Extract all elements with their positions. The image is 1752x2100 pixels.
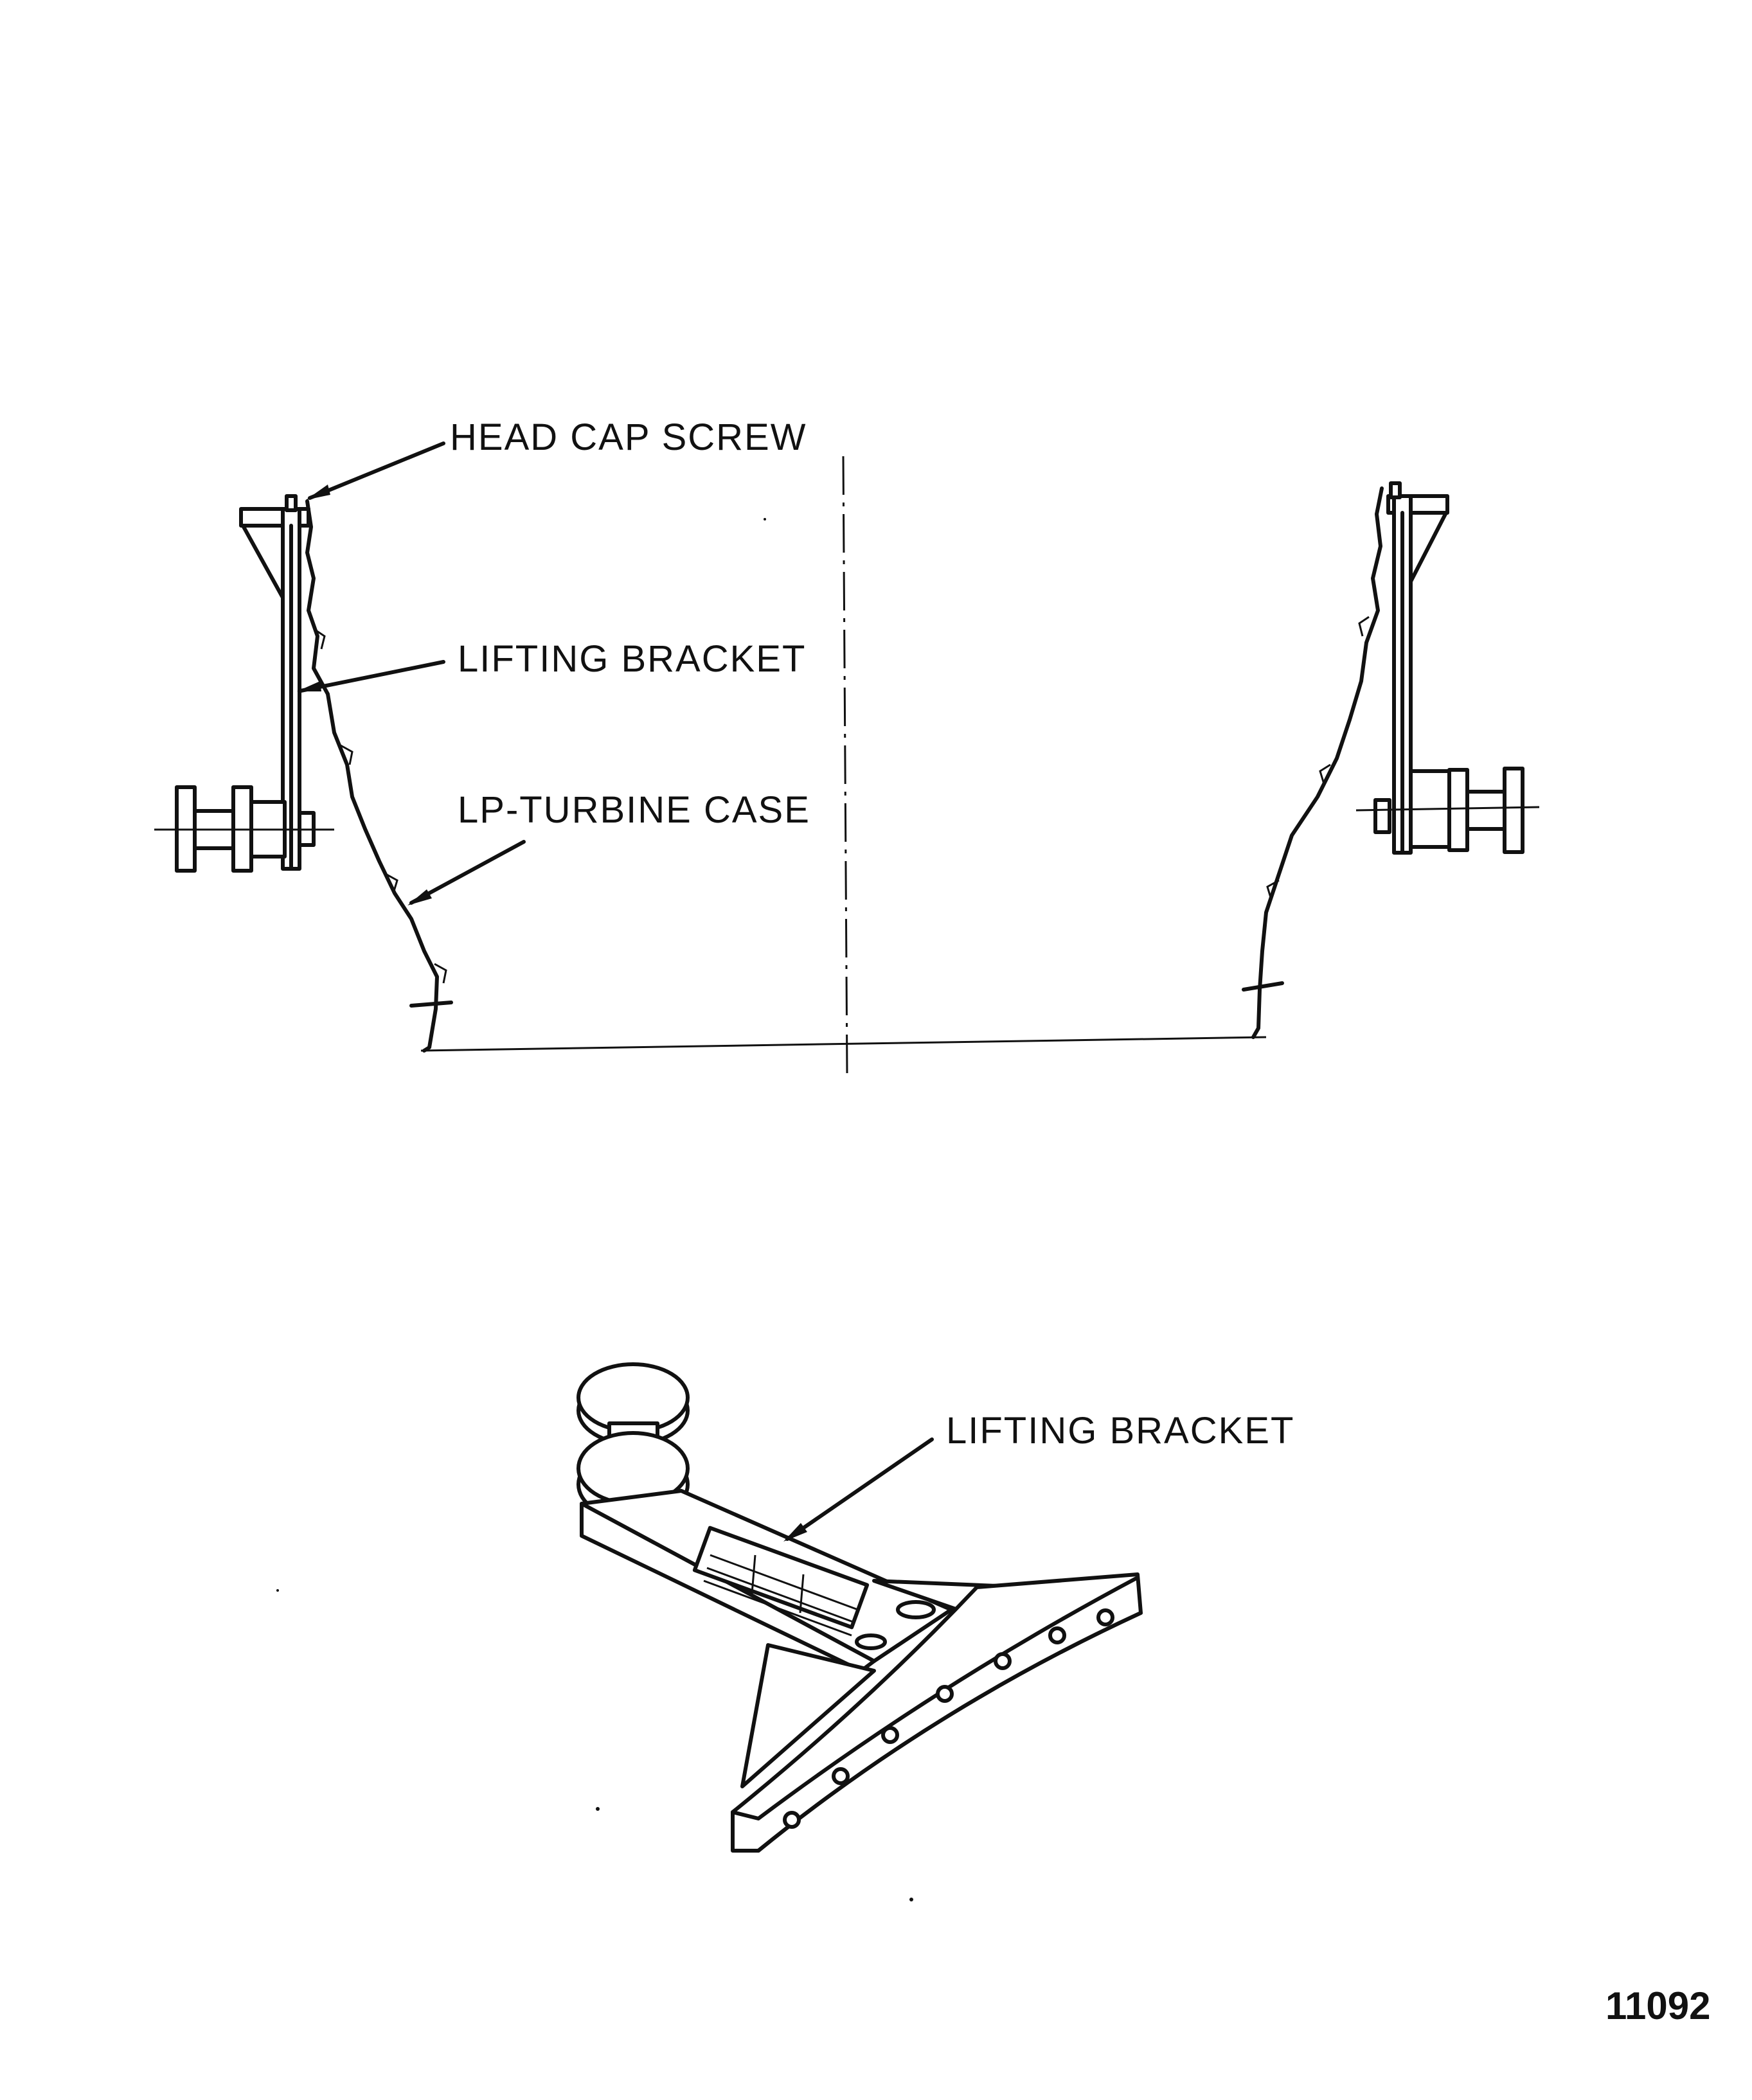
label-head-cap-screw: HEAD CAP SCREW: [450, 416, 807, 458]
left-lp-turbine-case: [305, 499, 439, 1053]
vent-slots: [692, 1526, 870, 1637]
left-lifting-bracket: [154, 507, 334, 873]
label-lifting-bracket-detail: LIFTING BRACKET: [946, 1410, 1295, 1452]
right-lifting-bracket: [1355, 494, 1540, 855]
label-lp-turbine-case: LP-TURBINE CASE: [458, 789, 810, 831]
right-lp-turbine-case: [1251, 486, 1384, 1039]
label-lifting-bracket-section: LIFTING BRACKET: [458, 638, 807, 680]
stray-dot: [276, 1589, 279, 1592]
stray-dot: [596, 1807, 600, 1811]
stray-dot: [764, 518, 766, 521]
leader-lifting-bracket-detail: [783, 1437, 934, 1542]
right-head-cap-screw: [1389, 481, 1402, 499]
leader-lifting-bracket-section: [297, 660, 445, 693]
lifting-bracket-detail: [577, 1362, 1143, 1853]
center-line: [842, 456, 848, 1074]
case-base-line: [420, 1036, 1267, 1052]
figure-number: 11092: [1605, 1984, 1711, 2027]
left-head-cap-screw: [285, 494, 298, 512]
stray-dot: [909, 1898, 913, 1901]
leader-lp-turbine-case: [407, 840, 526, 905]
leader-head-cap-screw: [306, 441, 445, 500]
